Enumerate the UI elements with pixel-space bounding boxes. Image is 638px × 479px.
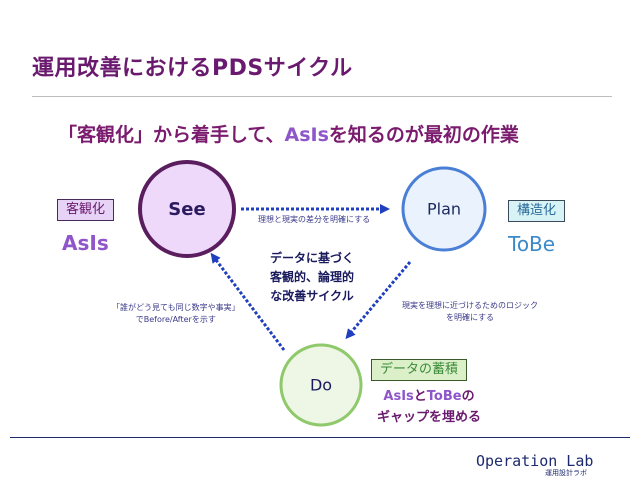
center-line2: 客観的、論理的 [269,270,354,284]
plan-tag: 構造化 [508,200,566,222]
see-circle [138,160,236,258]
do-description: AsIsとToBeの ギャップを埋める [366,386,492,428]
plan-label: Plan [427,200,461,219]
note-see-to-plan: 理想と現実の差分を明確にする [258,215,371,224]
plan-tobe-label: ToBe [508,232,556,256]
footer-divider [10,437,630,438]
brand-logo-text: Operation Lab [476,452,594,470]
brand-subtitle: 運用設計ラボ [545,469,587,477]
arrow-plan-to-do [345,261,412,340]
page-title: 運用改善におけるPDSサイクル [32,56,353,81]
do-description-line2: ギャップを埋める [376,410,481,425]
note-right-line1: 現実を理想に近づけるためのロジック [402,301,538,310]
note-do-to-see: 「誰がどう見ても同じ数字や事実」 でBefore/Afterを示す [112,302,240,326]
see-asis-label: AsIs [62,231,109,255]
cycle-center-text: データに基づく 客観的、論理的 な改善サイクル [262,249,362,306]
do-circle [279,343,363,427]
do-to: と [413,389,427,404]
subtitle-part1: 「客観化」から着手して、 [58,124,285,146]
center-line1: データに基づく [269,251,354,265]
see-label: See [168,199,205,220]
subtitle-asis: AsIs [284,124,329,146]
plan-circle [401,166,487,252]
note-left-line1: 「誰がどう見ても同じ数字や事実」 [112,303,240,312]
do-label: Do [310,376,332,395]
do-tobe: ToBe [426,389,462,404]
title-divider [32,96,612,97]
subtitle: 「客観化」から着手して、AsIsを知るのが最初の作業 [58,120,519,147]
note-plan-to-do: 現実を理想に近づけるためのロジック を明確にする [402,300,538,324]
note-left-line2: でBefore/Afterを示す [135,315,216,324]
see-tag: 客観化 [57,199,115,221]
subtitle-part2: を知るのが最初の作業 [328,124,519,146]
note-right-line2: を明確にする [445,313,495,322]
do-asis: AsIs [383,389,414,404]
do-no: の [461,389,475,404]
do-tag: データの蓄積 [371,359,468,381]
do-description-line1: AsIsとToBeの [366,386,492,407]
center-line3: な改善サイクル [270,289,354,303]
